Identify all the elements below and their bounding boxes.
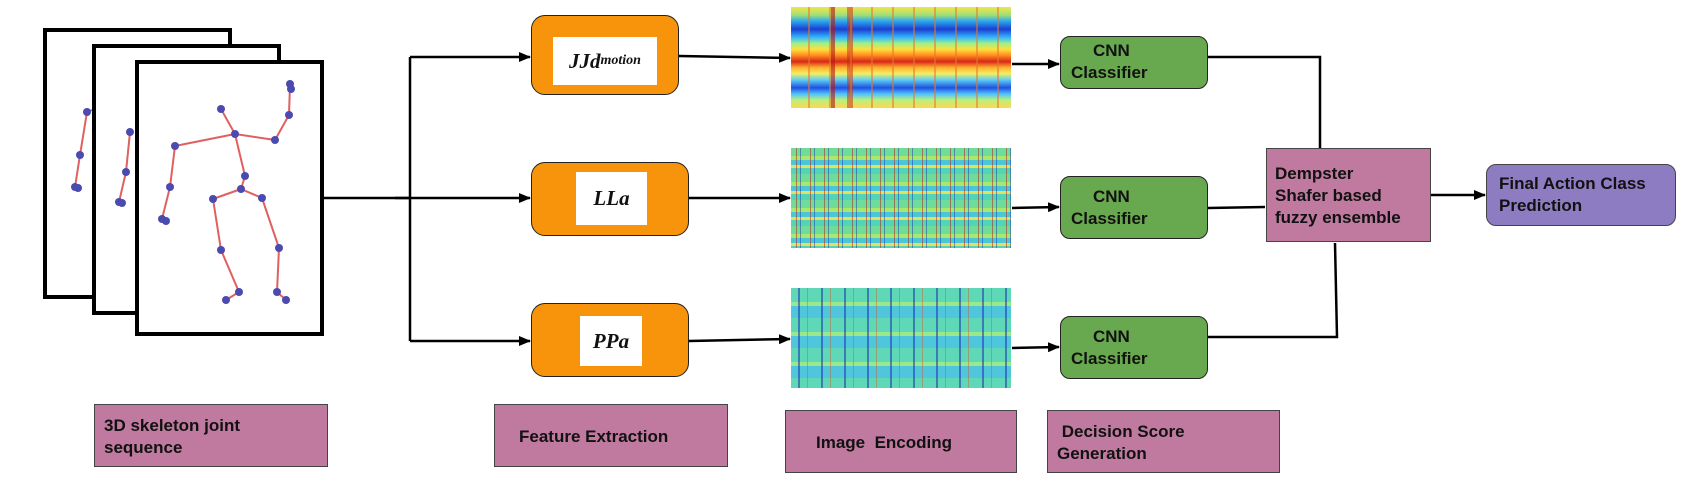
fusion-line-3: fuzzy ensemble: [1275, 208, 1401, 227]
cnn-classifier-subtitle: Classifier: [1071, 349, 1148, 368]
stage-label-skeleton: 3D skeleton joint sequence: [94, 404, 328, 467]
skeleton-figure-front: [158, 80, 295, 304]
fusion-line-2: Shafer based: [1275, 186, 1382, 205]
stage-label-decision-line-2: Generation: [1057, 444, 1147, 463]
stage-label-image-encoding: Image Encoding: [785, 410, 1017, 473]
cnn-classifier-1: CNN Classifier: [1060, 36, 1208, 89]
stage-label-decision-line-1: Decision Score: [1057, 422, 1185, 441]
cnn-classifier-title: CNN: [1093, 41, 1130, 60]
skeleton-frame-front: [135, 60, 324, 336]
feature-main-text: JJd: [569, 48, 601, 73]
stage-label-decision-score: Decision Score Generation: [1047, 410, 1280, 473]
final-line-1: Final Action Class: [1499, 174, 1646, 193]
encoded-image-3: [791, 288, 1011, 388]
final-line-2: Prediction: [1499, 196, 1583, 215]
skeleton-figure-back: [71, 108, 93, 192]
cnn-classifier-title: CNN: [1093, 327, 1130, 346]
feature-box-ppa: PPa: [531, 303, 689, 377]
cnn-classifier-title: CNN: [1093, 187, 1130, 206]
skeleton-figure-middle: [115, 128, 134, 207]
stage-label-skeleton-line-1: 3D skeleton joint: [104, 416, 241, 435]
cnn-classifier-3: CNN Classifier: [1060, 316, 1208, 379]
feature-label-lla: LLa: [576, 172, 647, 225]
stage-label-feature-extraction: Feature Extraction: [494, 404, 728, 467]
cnn-classifier-2: CNN Classifier: [1060, 176, 1208, 239]
feature-subscript-text: motion: [600, 53, 641, 68]
feature-label-ppa: PPa: [580, 316, 642, 366]
feature-box-lla: LLa: [531, 162, 689, 236]
fusion-line-1: Dempster: [1275, 164, 1354, 183]
cnn-classifier-subtitle: Classifier: [1071, 209, 1148, 228]
stage-label-skeleton-line-2: sequence: [104, 438, 183, 457]
encoded-image-2: [791, 148, 1011, 248]
dempster-shafer-fusion-box: Dempster Shafer based fuzzy ensemble: [1266, 148, 1431, 242]
feature-main-text: LLa: [593, 186, 630, 210]
final-prediction-box: Final Action Class Prediction: [1486, 164, 1676, 226]
stage-label-encoding-text: Image Encoding: [816, 433, 953, 452]
feature-main-text: PPa: [592, 328, 630, 353]
cnn-classifier-subtitle: Classifier: [1071, 63, 1148, 82]
encoded-image-1: [791, 7, 1011, 108]
stage-label-feature-text: Feature Extraction: [519, 427, 669, 446]
